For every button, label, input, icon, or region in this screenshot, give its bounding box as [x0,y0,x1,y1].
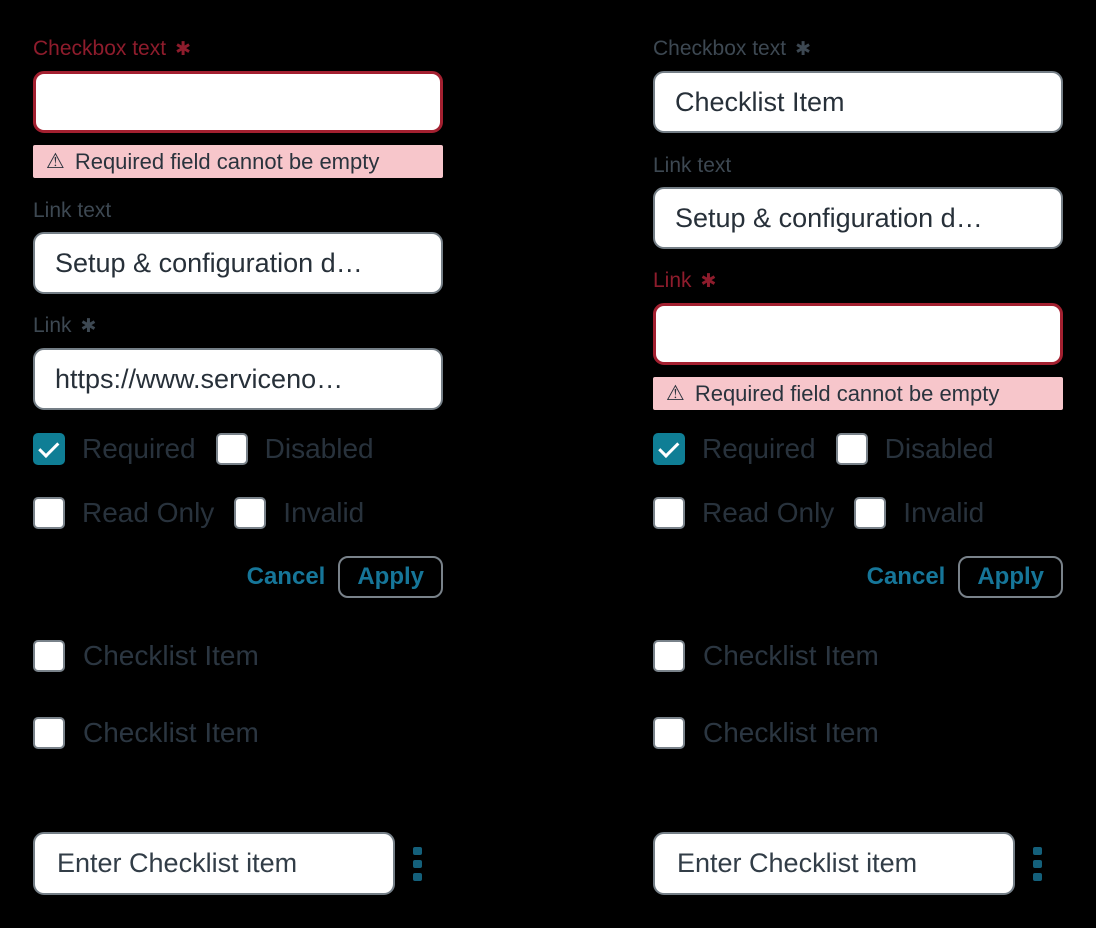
checklist-item[interactable]: Checklist Item [33,717,443,749]
checkbox-read-only[interactable]: Read Only [33,497,214,529]
checkbox-label: Invalid [283,497,365,528]
checkbox-unchecked-icon [854,497,887,529]
checklist-item[interactable]: Checklist Item [653,717,1063,749]
checklist-item[interactable]: Checklist Item [653,640,1063,672]
kebab-dot [413,872,422,881]
kebab-dot [1033,872,1042,881]
checkbox-disabled[interactable]: Disabled [835,433,994,465]
error-message: Required field cannot be empty [694,380,1000,406]
field-label-text: Link [33,314,72,337]
field-label-text: Link text [33,199,112,222]
checkbox-unchecked-icon [33,717,65,749]
fields-section: Checkbox text ✱ ⚠ Required field cannot … [33,38,443,433]
kebab-dot [413,846,422,855]
checkbox-required[interactable]: Required [653,433,816,465]
checkbox-disabled[interactable]: Disabled [215,433,374,465]
action-buttons: Cancel Apply [33,556,443,598]
check-icon [657,436,679,458]
field-label-text: Checkbox text [653,37,787,60]
checkbox-invalid[interactable]: Invalid [234,497,364,529]
checkbox-invalid[interactable]: Invalid [854,497,984,529]
checklist-item[interactable]: Checklist Item [33,640,443,672]
required-marker-icon: ✱ [700,271,717,292]
fields-section: Checkbox text ✱ Link text Link ✱ ⚠ Requi… [653,38,1063,433]
apply-button[interactable]: Apply [338,556,443,598]
field-label-link-text: Link text [653,155,1063,177]
checkbox-unchecked-icon [234,497,267,529]
checklist-editor-panel-right: Checkbox text ✱ Link text Link ✱ ⚠ Requi… [653,38,1063,895]
error-message: Required field cannot be empty [74,148,380,174]
field-label-link-text: Link text [33,200,443,222]
warning-icon: ⚠ [666,382,685,405]
checklist-item-label: Checklist Item [83,717,259,748]
required-marker-icon: ✱ [795,39,811,60]
cancel-button[interactable]: Cancel [866,563,946,590]
error-banner: ⚠ Required field cannot be empty [33,145,443,178]
field-label-checkbox-text: Checkbox text ✱ [33,38,443,61]
checklist-item-label: Checklist Item [703,640,879,671]
field-label-text: Link text [653,154,732,177]
field-label-link: Link ✱ [653,270,1063,293]
checkbox-unchecked-icon [33,640,65,672]
checkbox-label: Required [82,433,196,464]
link-url-input[interactable] [33,348,443,410]
checkbox-unchecked-icon [835,433,868,465]
kebab-dot [413,859,422,868]
checkbox-required[interactable]: Required [33,433,196,465]
checkbox-checked-icon [33,433,65,465]
new-checklist-item-input[interactable] [653,832,1015,895]
checkbox-label: Disabled [884,433,994,464]
kebab-menu-icon[interactable] [1033,846,1042,881]
options-row-1: Required Disabled [653,433,1063,465]
checkbox-unchecked-icon [653,640,685,672]
required-marker-icon: ✱ [80,316,97,337]
checkbox-unchecked-icon [653,497,685,529]
checkbox-read-only[interactable]: Read Only [653,497,834,529]
check-icon [37,436,59,458]
new-checklist-item-input[interactable] [33,832,395,895]
options-row-2: Read Only Invalid [653,497,1063,529]
link-text-input[interactable] [33,232,443,294]
checklist-item-label: Checklist Item [703,717,879,748]
checkbox-text-input[interactable] [33,71,443,133]
error-banner: ⚠ Required field cannot be empty [653,377,1063,410]
link-text-input[interactable] [653,187,1063,249]
checkbox-label: Disabled [264,433,374,464]
field-label-text: Checkbox text [33,37,167,60]
action-buttons: Cancel Apply [653,556,1063,598]
cancel-button[interactable]: Cancel [246,563,326,590]
checklist-item-label: Checklist Item [83,640,259,671]
checkbox-text-input[interactable] [653,71,1063,133]
link-url-input[interactable] [653,303,1063,365]
checkbox-unchecked-icon [215,433,248,465]
kebab-menu-icon[interactable] [413,846,422,881]
checkbox-checked-icon [653,433,685,465]
field-label-link: Link ✱ [33,315,443,338]
new-item-row [653,832,1063,895]
options-row-2: Read Only Invalid [33,497,443,529]
apply-button[interactable]: Apply [958,556,1063,598]
field-label-text: Link [653,269,692,292]
checkbox-unchecked-icon [33,497,65,529]
checkbox-label: Read Only [702,497,835,528]
kebab-dot [1033,846,1042,855]
checkbox-label: Invalid [903,497,985,528]
checkbox-label: Required [702,433,816,464]
required-marker-icon: ✱ [175,39,191,60]
field-label-checkbox-text: Checkbox text ✱ [653,38,1063,61]
checkbox-unchecked-icon [653,717,685,749]
kebab-dot [1033,859,1042,868]
options-row-1: Required Disabled [33,433,443,465]
warning-icon: ⚠ [46,150,65,173]
checkbox-label: Read Only [82,497,215,528]
checklist-editor-panel-left: Checkbox text ✱ ⚠ Required field cannot … [33,38,443,895]
new-item-row [33,832,443,895]
